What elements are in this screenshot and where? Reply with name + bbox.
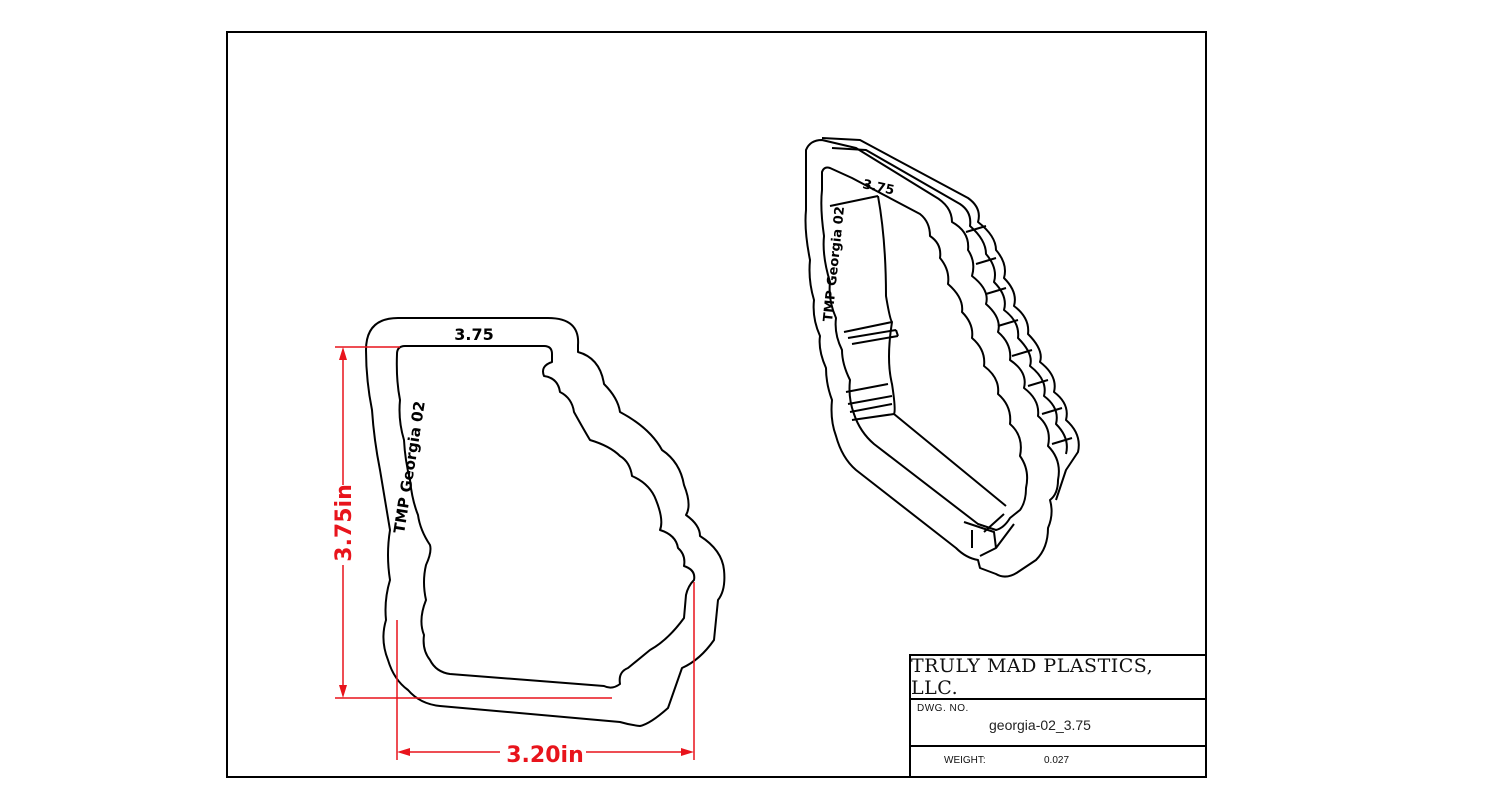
- drawing-number-label: DWG. NO.: [917, 703, 969, 714]
- width-arrow-left: [397, 748, 410, 756]
- height-label-backdrop: [328, 485, 358, 565]
- drawing-number-cell: DWG. NO. georgia-02_3.75: [911, 700, 1206, 747]
- iso-back-steps: [965, 225, 1073, 445]
- weight-label: WEIGHT:: [944, 755, 986, 766]
- dimension-annotations: [335, 346, 695, 760]
- flat-outer-outline: [365, 317, 726, 727]
- company-name: TRULY MAD PLASTICS, LLC.: [911, 655, 1206, 700]
- iso-size-text: 3.75: [861, 177, 895, 198]
- flat-inner-outline: [395, 345, 696, 689]
- iso-front-inner: [820, 166, 1029, 531]
- iso-cutter-view: 3.75 TMP Georgia 02: [804, 137, 1080, 578]
- width-dimension-label: 3.20in: [506, 743, 583, 768]
- height-arrow-bottom: [339, 685, 347, 698]
- flat-size-text: 3.75: [454, 325, 493, 344]
- width-label-backdrop: [500, 740, 586, 766]
- weight-value: 0.027: [1044, 755, 1070, 766]
- drawing-number-value: georgia-02_3.75: [989, 717, 1091, 733]
- iso-back-wall: [821, 137, 1080, 501]
- drawing-border: [226, 31, 1207, 778]
- iso-back-wall-inner: [831, 147, 1068, 455]
- iso-inner-wall: [829, 195, 1007, 507]
- iso-bottom-rail: [963, 513, 1015, 557]
- iso-front-outer: [804, 139, 1060, 578]
- height-dimension-label: 3.75in: [332, 484, 357, 561]
- width-arrow-right: [681, 748, 694, 756]
- title-block: TRULY MAD PLASTICS, LLC. DWG. NO. georgi…: [909, 654, 1206, 777]
- weight-cell: WEIGHT: 0.027: [911, 747, 1206, 777]
- height-arrow-top: [339, 347, 347, 360]
